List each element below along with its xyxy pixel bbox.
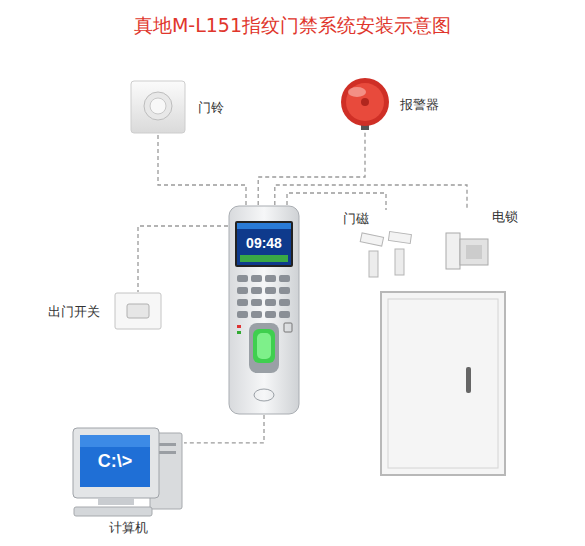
exit-switch: 出门开关	[48, 292, 162, 330]
alarm: 报警器	[338, 76, 439, 132]
device-label: 报警器	[400, 96, 439, 113]
diagram-title: 真地M-L151指纹门禁系统安装示意图	[0, 13, 585, 37]
doorbell: 门铃	[130, 80, 224, 134]
dashed-wire	[158, 134, 246, 205]
screen-text: C:\>	[82, 450, 148, 472]
device-label: 出门开关	[48, 303, 100, 320]
device-label: 电锁	[492, 208, 518, 225]
alarm-icon	[338, 76, 392, 132]
alarm-picture	[338, 76, 392, 132]
computer-icon: C:\>	[72, 425, 184, 517]
door-magnet-picture	[355, 229, 417, 281]
device-label: 门磁	[343, 210, 369, 227]
door-magnet-icon	[355, 229, 417, 281]
computer: C:\> 计算机	[72, 425, 184, 536]
device-label: 门铃	[198, 99, 224, 116]
fingerprint-terminal-icon: 09:48	[228, 205, 300, 415]
dashed-wire	[287, 193, 386, 210]
door-panel	[381, 292, 505, 475]
device-label: 计算机	[109, 519, 148, 536]
screen-text: 09:48	[237, 235, 291, 251]
fingerprint-terminal: 09:48	[228, 205, 300, 415]
electric-lock-icon	[442, 229, 492, 273]
electric-lock-picture	[442, 229, 492, 273]
exit-switch-picture	[114, 292, 162, 330]
exit-switch-icon	[114, 292, 162, 330]
electric-lock: 电锁	[442, 208, 518, 273]
door-frame	[388, 299, 498, 468]
door-handle	[466, 367, 471, 393]
doorbell-picture	[130, 80, 186, 134]
doorbell-icon	[130, 80, 186, 134]
dashed-wire	[184, 415, 264, 443]
door-magnet: 门磁	[343, 210, 417, 281]
dashed-wire	[138, 226, 228, 292]
dashed-wire	[275, 185, 467, 208]
